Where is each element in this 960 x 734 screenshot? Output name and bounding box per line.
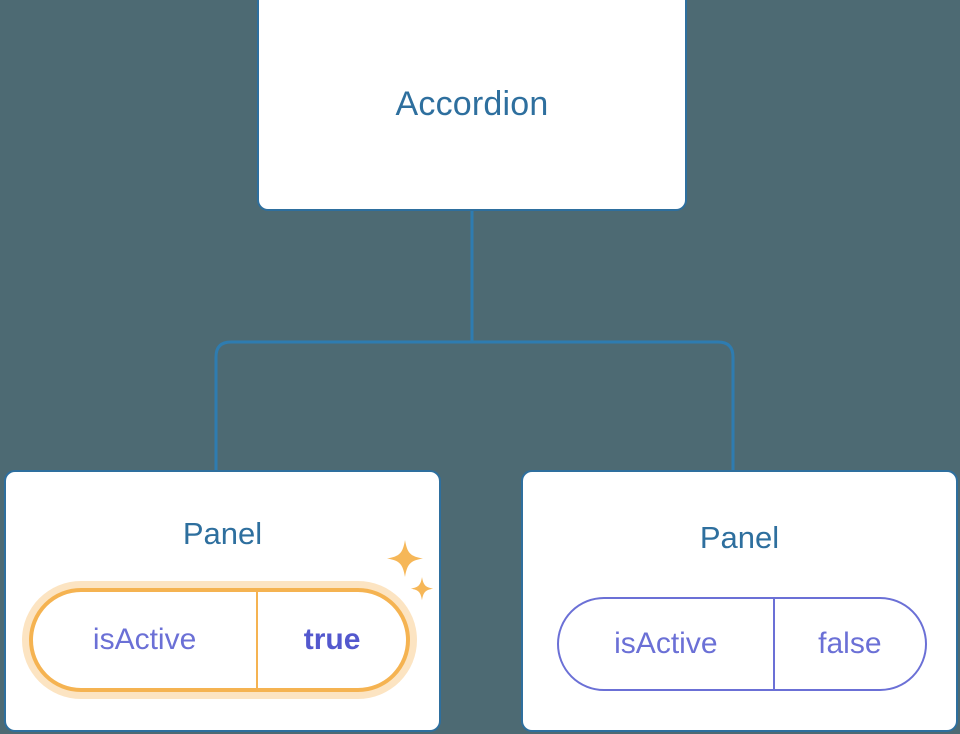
node-accordion-title: Accordion [395, 85, 549, 123]
node-panel-left-title: Panel [182, 516, 263, 551]
edge-to-panel-left [214, 340, 472, 472]
edge-to-panel-right [472, 340, 735, 472]
node-panel-right-title: Panel [699, 520, 780, 555]
prop-pill-isactive-false[interactable]: isActive false [557, 597, 927, 691]
node-accordion[interactable]: Accordion [257, 0, 687, 211]
prop-key: isActive [92, 623, 197, 656]
prop-value: false [772, 599, 925, 689]
prop-value: true [256, 592, 406, 688]
prop-pill-isactive-true[interactable]: isActive true [29, 588, 410, 692]
prop-key: isActive [614, 627, 718, 660]
node-panel-right[interactable]: Panel isActive false [521, 470, 958, 732]
